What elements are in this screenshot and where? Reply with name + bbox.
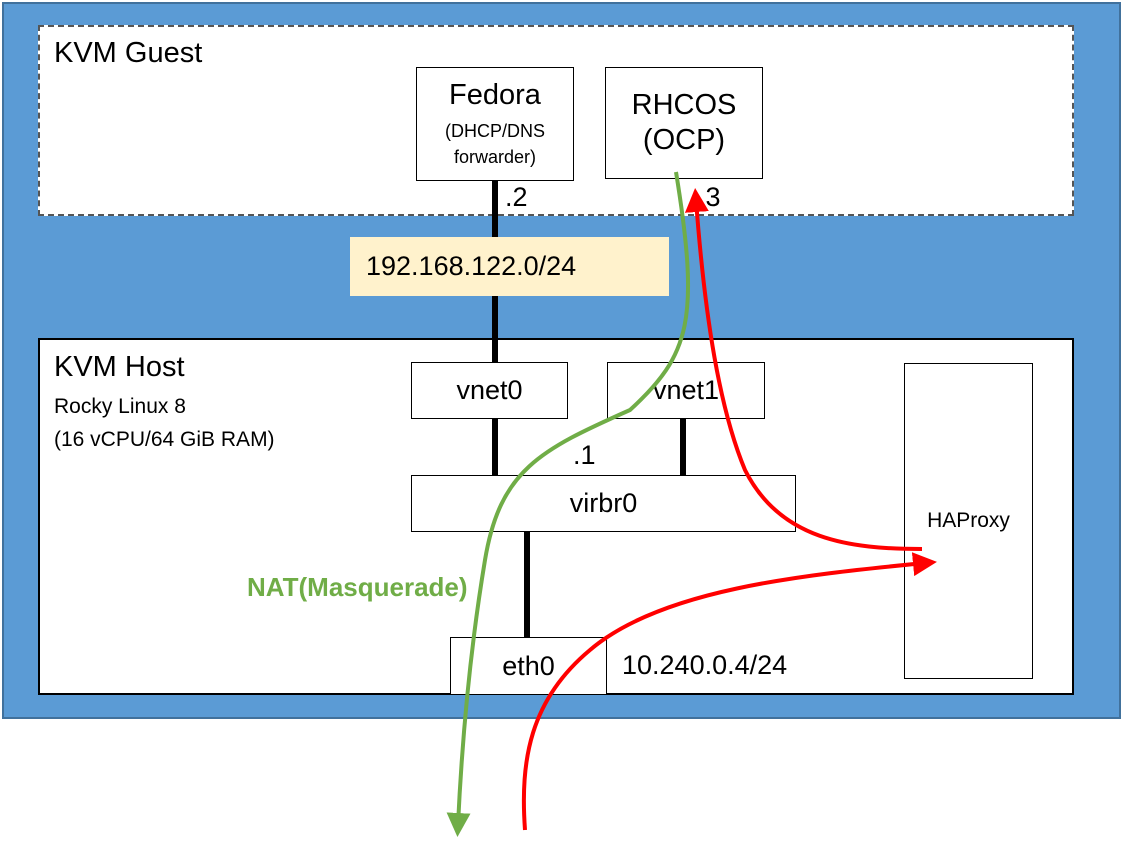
- fedora-ip-suffix: .2: [505, 182, 528, 212]
- haproxy-to-rhcos-flow: [684, 188, 923, 551]
- external-to-haproxy-flow: [521, 552, 937, 831]
- virbr0-label: virbr0: [569, 488, 638, 518]
- vnet0-interface: vnet0: [411, 362, 568, 419]
- nat-egress-flow: [446, 171, 691, 837]
- vnet1-label: vnet1: [652, 375, 720, 405]
- fedora-role-line2: forwarder): [453, 147, 537, 168]
- fedora-name: Fedora: [449, 78, 541, 111]
- fedora-node: Fedora (DHCP/DNS forwarder): [416, 67, 574, 181]
- haproxy-label: HAProxy: [927, 509, 1010, 532]
- eth0-ip: 10.240.0.4/24: [622, 650, 788, 680]
- rhcos-sub: (OCP): [642, 124, 726, 156]
- bridge-ip-suffix: .1: [573, 440, 596, 470]
- haproxy-node: HAProxy: [904, 363, 1033, 679]
- eth0-label: eth0: [502, 650, 555, 681]
- kvm-host-spec: (16 vCPU/64 GiB RAM): [54, 428, 275, 451]
- subnet-label: 192.168.122.0/24: [350, 237, 669, 296]
- virbr0-bridge: virbr0: [411, 475, 796, 532]
- kvm-host-os: Rocky Linux 8: [54, 395, 186, 418]
- kvm-host-title: KVM Host: [54, 351, 185, 383]
- kvm-guest-title: KVM Guest: [54, 37, 203, 69]
- nat-label: NAT(Masquerade): [247, 572, 468, 602]
- fedora-role-line1: (DHCP/DNS: [444, 121, 545, 142]
- eth0-interface: eth0: [450, 637, 607, 695]
- rhcos-name: RHCOS: [631, 89, 737, 122]
- vnet0-label: vnet0: [456, 375, 523, 405]
- rhcos-node: RHCOS (OCP): [605, 67, 763, 179]
